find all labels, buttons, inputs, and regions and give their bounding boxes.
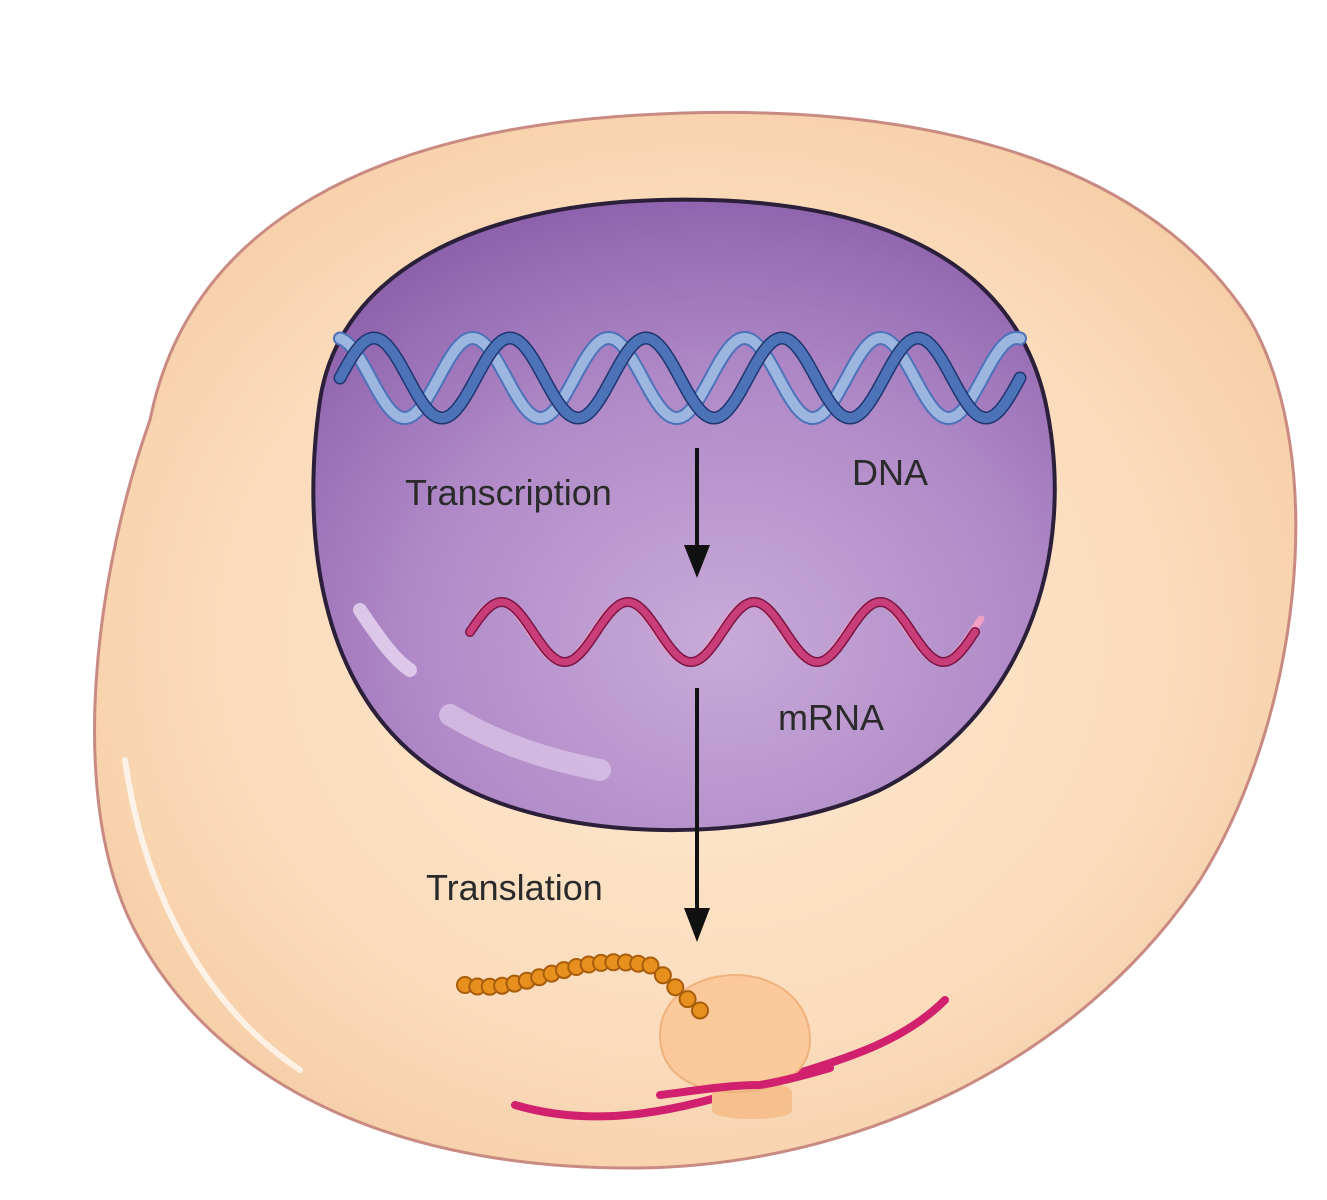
translation-arrow	[684, 688, 710, 942]
amino-acid-bead	[653, 966, 672, 985]
amino-acid-bead	[641, 956, 660, 975]
amino-acid-bead	[691, 1001, 709, 1020]
mrna-strand-nucleus	[465, 596, 985, 668]
translation-label: Translation	[426, 867, 603, 908]
dna-strand-back	[335, 332, 1025, 424]
amino-acid-bead	[666, 978, 685, 997]
mrna-label: mRNA	[778, 697, 884, 738]
dna-double-helix	[333, 330, 1027, 426]
dna-label: DNA	[852, 452, 928, 493]
polypeptide-chain	[456, 953, 709, 1020]
amino-acid-bead	[678, 990, 697, 1009]
cell-highlight	[122, 757, 303, 1073]
transcription-label: Transcription	[405, 472, 612, 513]
dna-strand-front	[335, 332, 1025, 424]
nucleus-highlight	[353, 603, 417, 677]
mrna-over-ribosome	[656, 1064, 834, 1099]
nucleus	[311, 197, 1057, 832]
mrna-strand-ribbon	[466, 598, 979, 666]
transcription-arrow	[684, 448, 710, 578]
nucleus-highlight-lower	[439, 704, 611, 781]
